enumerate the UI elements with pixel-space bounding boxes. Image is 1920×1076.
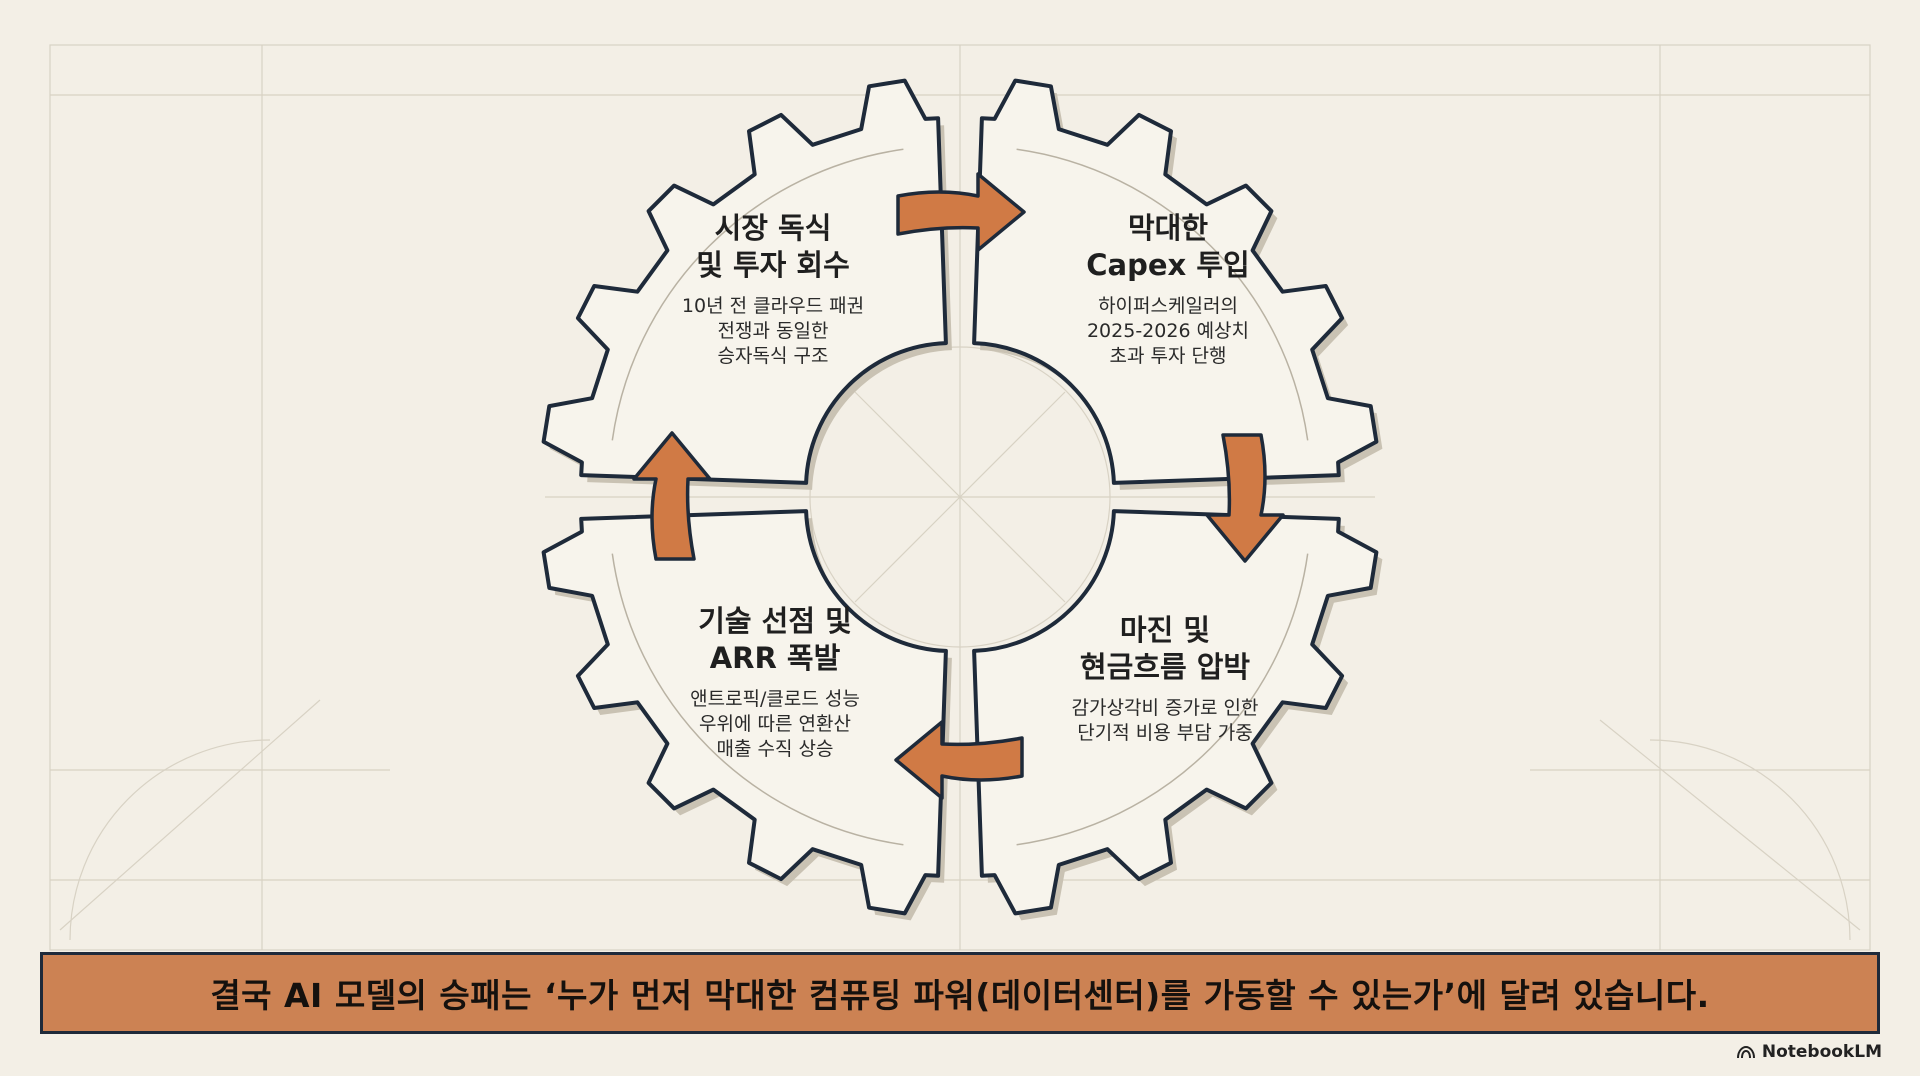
gear-body — [541, 78, 948, 485]
quadrant-description: 앤트로픽/클로드 성능 우위에 따른 연환산 매출 수직 상승 — [690, 688, 860, 760]
gear-inner-guide — [611, 553, 904, 846]
conclusion-text: 결국 AI 모델의 승패는 ‘누가 먼저 막대한 컴퓨팅 파워(데이터센터)를 … — [210, 976, 1710, 1015]
quadrant-top-right: 막대한 Capex 투입 하이퍼스케일러의 2025-2026 예상치 초과 투… — [1033, 210, 1303, 369]
cycle-arrow-down-icon — [1205, 433, 1285, 563]
conclusion-banner: 결국 AI 모델의 승패는 ‘누가 먼저 막대한 컴퓨팅 파워(데이터센터)를 … — [40, 952, 1880, 1034]
cycle-arrow-up-icon — [632, 431, 712, 561]
cycle-arrow-right-icon — [896, 172, 1026, 252]
blueprint-grid — [49, 44, 1871, 951]
quadrant-bottom-right: 마진 및 현금흐름 압박 감가상각비 증가로 인한 단기적 비용 부담 가중 — [1020, 612, 1310, 746]
gear-body — [541, 509, 948, 916]
quadrant-title: 기술 선점 및 ARR 폭발 — [698, 604, 852, 675]
gear-quadrant-top-right — [972, 78, 1383, 490]
gear-quadrant-top-left — [541, 78, 952, 490]
gear-quadrant-bottom-left — [541, 509, 952, 921]
gear-body — [972, 509, 1379, 916]
notebooklm-logo-icon — [1736, 1045, 1755, 1059]
gear-inner-guide — [1016, 148, 1309, 441]
quadrant-description: 감가상각비 증가로 인한 단기적 비용 부담 가중 — [1071, 697, 1259, 744]
gear-body — [972, 78, 1379, 485]
quadrant-top-left: 시장 독식 및 투자 회수 10년 전 클라우드 패권 전쟁과 동일한 승자독식… — [638, 210, 908, 369]
brand-watermark: NotebookLM — [1736, 1042, 1882, 1062]
brand-name: NotebookLM — [1761, 1042, 1882, 1062]
gear-inner-guide — [1016, 553, 1309, 846]
gear-inner-guide — [611, 148, 904, 441]
quadrant-title: 시장 독식 및 투자 회수 — [696, 211, 850, 282]
quadrant-title: 막대한 Capex 투입 — [1086, 211, 1250, 282]
quadrant-description: 10년 전 클라우드 패권 전쟁과 동일한 승자독식 구조 — [681, 295, 865, 367]
gear-quadrant-bottom-right — [972, 509, 1383, 921]
cycle-arrow-left-icon — [894, 720, 1024, 800]
quadrant-description: 하이퍼스케일러의 2025-2026 예상치 초과 투자 단행 — [1086, 295, 1250, 367]
quadrant-title: 마진 및 현금흐름 압박 — [1079, 613, 1251, 684]
quadrant-bottom-left: 기술 선점 및 ARR 폭발 앤트로픽/클로드 성능 우위에 따른 연환산 매출… — [635, 603, 915, 762]
